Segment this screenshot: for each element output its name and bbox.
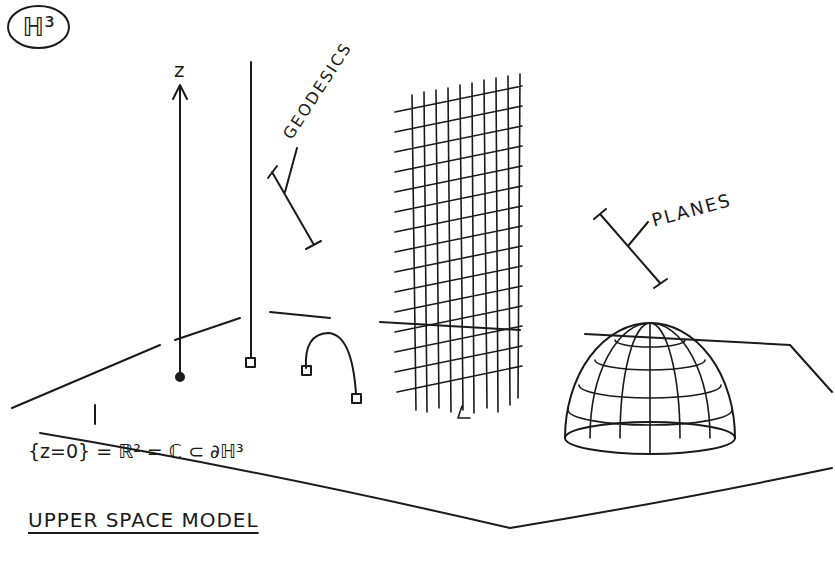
symbol-text: ℍ³	[6, 14, 71, 40]
leader-tick	[94, 405, 96, 424]
annotation-label: PLANES	[649, 189, 734, 230]
vertical-geodesic	[250, 62, 252, 358]
right-angle-mark	[352, 394, 361, 403]
circled-symbol: ℍ³	[6, 4, 71, 50]
axis-label: z	[174, 58, 185, 82]
semicircle-geodesic	[306, 333, 356, 394]
label-text: PLANES	[649, 189, 734, 230]
caption-text: UPPER SPACE MODEL	[28, 508, 259, 532]
boundary-label: {z=0} = ℝ² = ℂ ⊂ ∂ℍ³	[28, 440, 244, 462]
vertical-plane-grid	[395, 74, 522, 418]
right-angle-mark	[302, 366, 311, 375]
leader-bracket	[268, 148, 321, 249]
caption: UPPER SPACE MODEL	[28, 508, 259, 532]
label-text: GEODESICS	[279, 39, 356, 143]
origin-dot	[176, 373, 184, 381]
annotation-label: GEODESICS	[279, 39, 356, 143]
label-text: z	[174, 58, 185, 82]
hemisphere-plane	[565, 323, 735, 454]
z-axis	[173, 85, 187, 376]
right-angle-mark	[246, 358, 255, 367]
boundary-plane	[12, 312, 832, 528]
label-text: {z=0} = ℝ² = ℂ ⊂ ∂ℍ³	[28, 440, 244, 462]
